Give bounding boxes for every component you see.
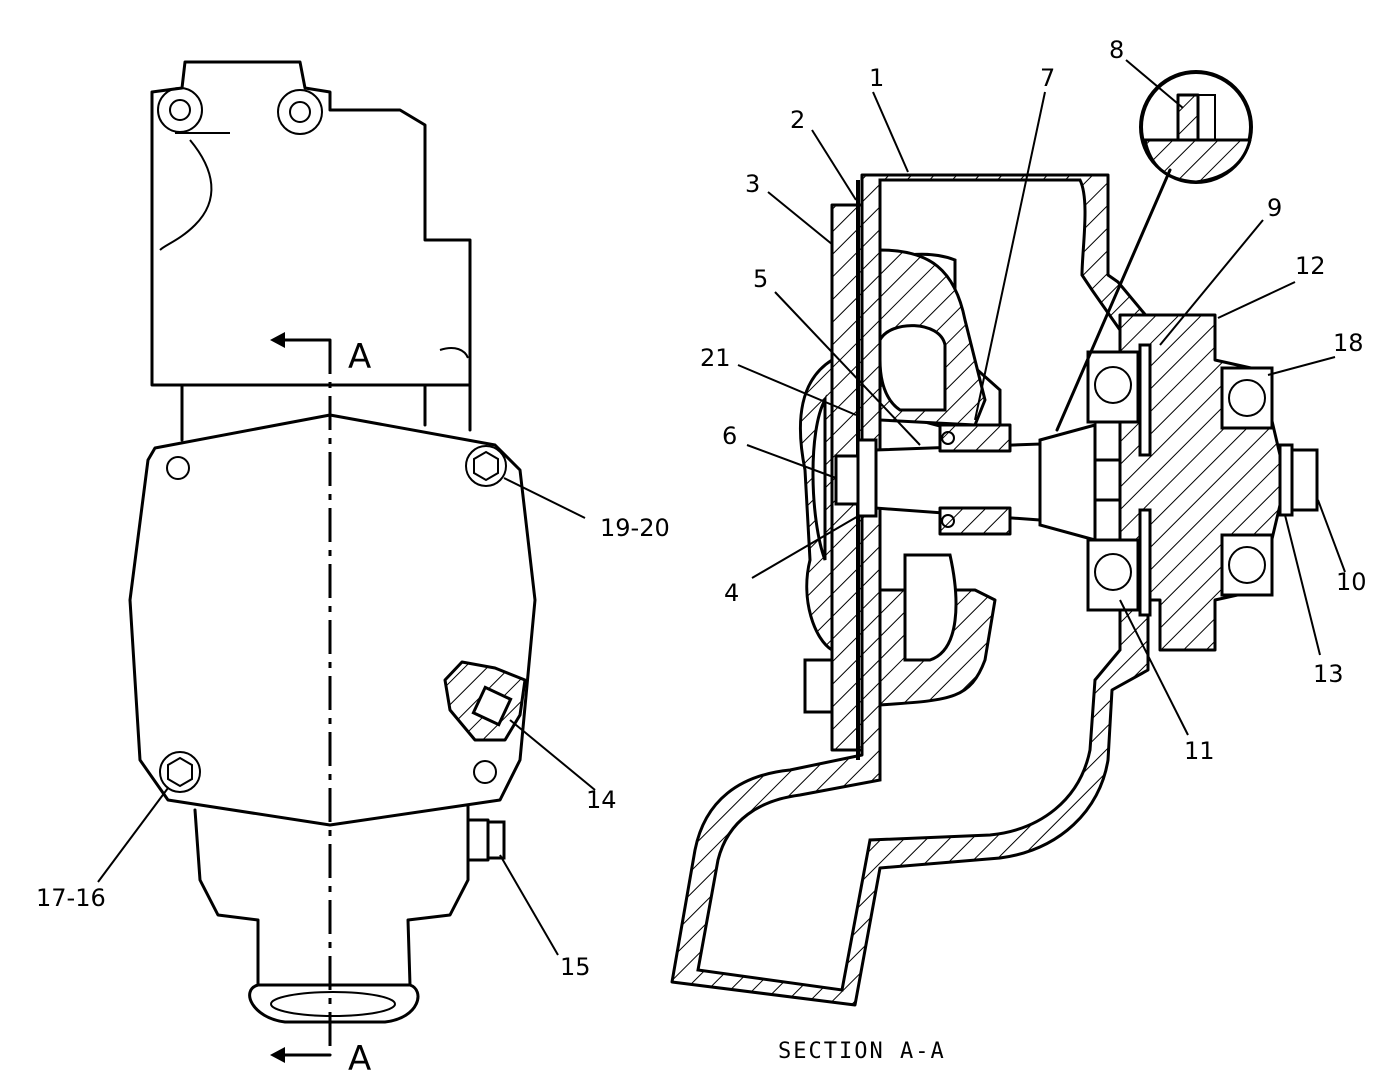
callout-7: 7 — [1040, 64, 1055, 92]
section-caption: SECTION A-A — [778, 1039, 946, 1064]
callout-12: 12 — [1295, 252, 1326, 280]
callout-4: 4 — [724, 579, 739, 607]
callout-18: 18 — [1333, 329, 1364, 357]
callout-8: 8 — [1109, 36, 1124, 64]
leader-lines — [97, 59, 1346, 956]
callout-19-20: 19-20 — [600, 514, 670, 542]
section-marker-top: A — [348, 337, 371, 377]
callout-9: 9 — [1267, 194, 1282, 222]
callout-11: 11 — [1184, 737, 1215, 765]
callout-15: 15 — [560, 953, 591, 981]
callout-6: 6 — [722, 422, 737, 450]
callout-2: 2 — [790, 106, 805, 134]
callout-10: 10 — [1336, 568, 1367, 596]
callout-14: 14 — [586, 786, 617, 814]
front-view — [128, 60, 537, 1063]
callout-3: 3 — [745, 170, 760, 198]
section-view — [670, 70, 1319, 1007]
callout-13: 13 — [1313, 660, 1344, 688]
section-marker-bottom: A — [348, 1039, 371, 1079]
callout-21: 21 — [700, 344, 731, 372]
callout-17-16: 17-16 — [36, 884, 106, 912]
callout-5: 5 — [753, 265, 768, 293]
callout-1: 1 — [869, 64, 884, 92]
